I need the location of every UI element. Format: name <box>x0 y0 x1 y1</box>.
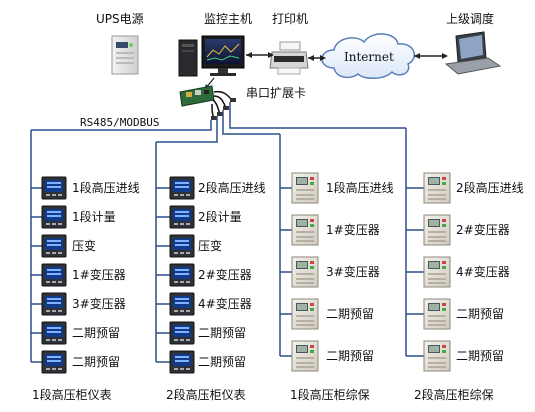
laptop-icon <box>444 31 502 75</box>
device-label: 1段计量 <box>72 210 116 224</box>
column-title-3: 1段高压柜综保 <box>290 388 370 402</box>
relay-protection-icon <box>423 214 451 246</box>
relay-protection-icon <box>423 298 451 330</box>
feeder-line-2 <box>156 116 218 143</box>
ups-icon <box>111 35 139 75</box>
device-label: 二期预留 <box>456 307 505 321</box>
serial-card-icon <box>179 85 236 120</box>
power-meter-icon <box>169 321 195 345</box>
top-links <box>204 52 448 90</box>
power-meter-icon <box>169 263 195 287</box>
device-label: 二期预留 <box>72 355 121 369</box>
power-meter-icon <box>41 292 67 316</box>
upper-dispatch-label: 上级调度 <box>446 12 495 26</box>
device-label: 2段高压进线 <box>456 181 524 195</box>
device-label: 压变 <box>198 239 223 253</box>
device-label: 1段高压进线 <box>72 181 140 195</box>
host-label: 监控主机 <box>204 12 253 26</box>
device-label: 1段高压进线 <box>326 181 394 195</box>
device-label: 3#变压器 <box>72 297 126 311</box>
relay-protection-icon <box>291 340 319 372</box>
column-title-1: 1段高压柜仪表 <box>32 388 112 402</box>
power-meter-icon <box>169 234 195 258</box>
column-title-4: 2段高压柜综保 <box>414 388 494 402</box>
device-label: 二期预留 <box>326 307 375 321</box>
device-label: 3#变压器 <box>326 265 380 279</box>
power-meter-icon <box>41 176 67 200</box>
bus-lines <box>30 102 424 363</box>
relay-protection-icon <box>423 256 451 288</box>
serial-card-label: 串口扩展卡 <box>246 86 307 100</box>
power-meter-icon <box>169 205 195 229</box>
relay-protection-icon <box>291 298 319 330</box>
device-label: 压变 <box>72 239 97 253</box>
relay-protection-icon <box>291 214 319 246</box>
device-label: 二期预留 <box>72 326 121 340</box>
power-meter-icon <box>41 350 67 374</box>
bus-protocol-label: RS485/MODBUS <box>80 116 160 129</box>
relay-protection-icon <box>423 172 451 204</box>
device-label: 1#变压器 <box>72 268 126 282</box>
feeder-line-4 <box>229 102 406 129</box>
power-meter-icon <box>41 234 67 258</box>
printer-icon <box>269 41 309 75</box>
device-label: 4#变压器 <box>198 297 252 311</box>
power-meter-icon <box>169 292 195 316</box>
power-meter-icon <box>169 350 195 374</box>
device-label: 2#变压器 <box>456 223 510 237</box>
printer-label: 打印机 <box>272 12 309 26</box>
host-computer-icon <box>178 35 245 77</box>
relay-protection-icon <box>291 256 319 288</box>
device-label: 2段高压进线 <box>198 181 266 195</box>
power-meter-icon <box>41 205 67 229</box>
device-label: 2段计量 <box>198 210 242 224</box>
power-meter-icon <box>41 263 67 287</box>
power-meter-icon <box>169 176 195 200</box>
device-label: 2#变压器 <box>198 268 252 282</box>
power-meter-icon <box>41 321 67 345</box>
ups-label: UPS电源 <box>96 12 144 26</box>
feeder-line-1 <box>31 120 212 131</box>
device-label: 1#变压器 <box>326 223 380 237</box>
device-label: 二期预留 <box>198 355 247 369</box>
feeder-line-3 <box>222 110 280 135</box>
device-label: 二期预留 <box>456 349 505 363</box>
internet-label: Internet <box>344 50 394 64</box>
device-label: 二期预留 <box>326 349 375 363</box>
relay-protection-icon <box>423 340 451 372</box>
device-label: 4#变压器 <box>456 265 510 279</box>
device-label: 二期预留 <box>198 326 247 340</box>
internet-cloud-icon <box>321 33 416 79</box>
column-title-2: 2段高压柜仪表 <box>166 388 246 402</box>
relay-protection-icon <box>291 172 319 204</box>
devices <box>41 172 451 374</box>
